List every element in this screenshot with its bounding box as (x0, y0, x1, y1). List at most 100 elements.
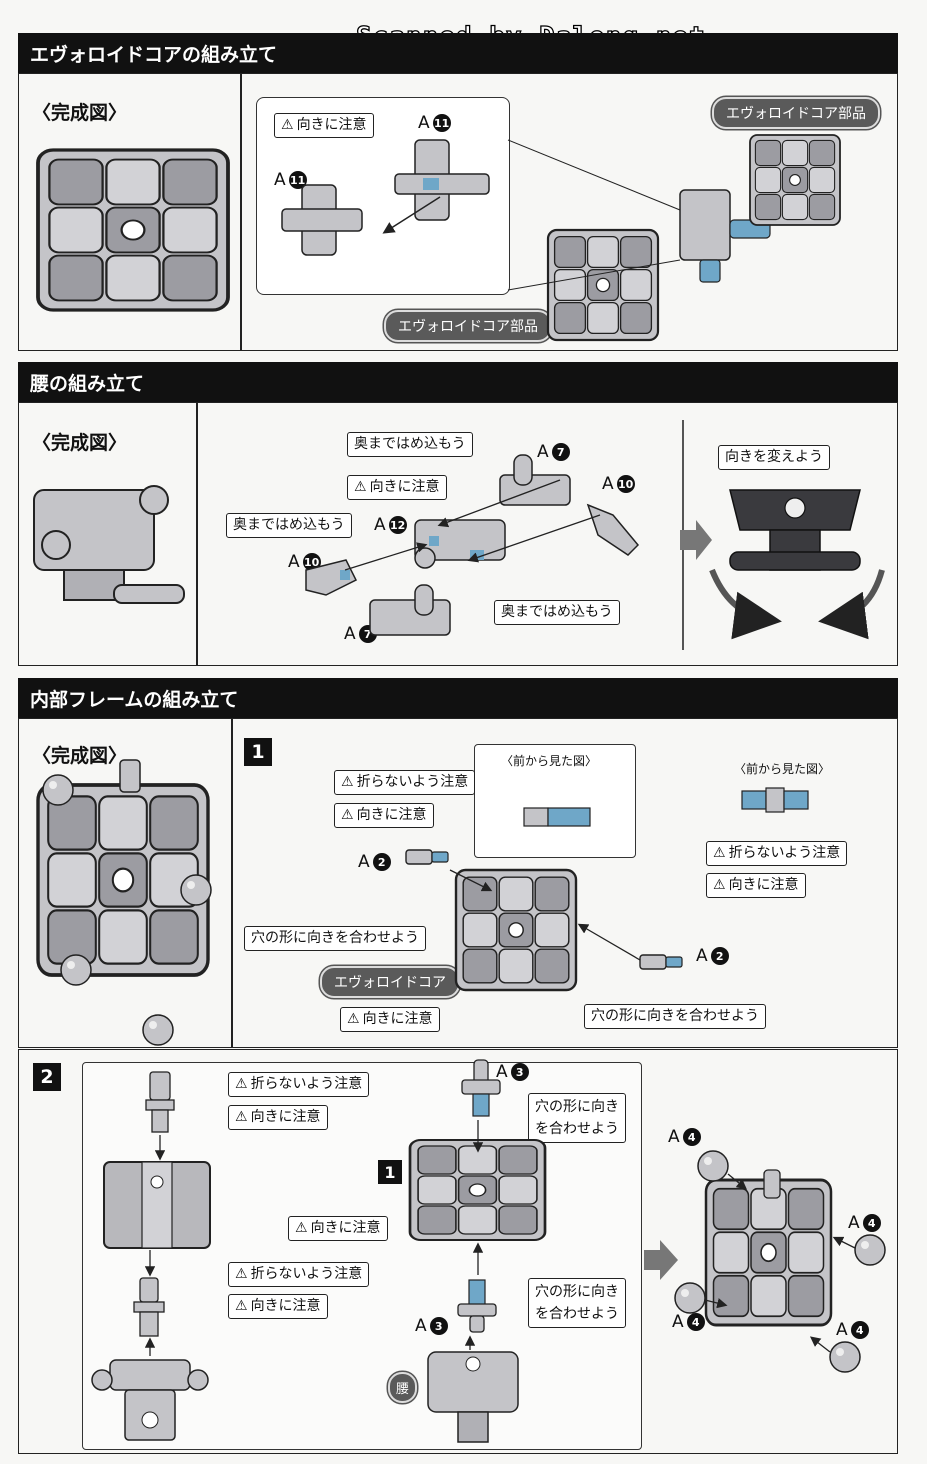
divider (196, 402, 198, 666)
change-direction-callout: 向きを変えよう (718, 445, 830, 470)
waist-part-icon (427, 1351, 519, 1443)
push-in-callout: 奥まではめ込もう (226, 513, 352, 538)
dont-bend-callout: ⚠折らないよう注意 (334, 770, 476, 795)
caution-callout: ⚠向きに注意 (334, 803, 434, 828)
waist-front-icon (91, 1359, 209, 1441)
warning-icon: ⚠ (295, 1220, 308, 1236)
caution-text: 向きに注意 (356, 807, 427, 823)
part-letter: A (415, 1316, 427, 1336)
caution-callout: ⚠向きに注意 (706, 873, 806, 898)
part-number: 3 (429, 1317, 448, 1335)
front-view-part-icon (741, 787, 809, 813)
part-letter: A (602, 474, 614, 494)
ball-a4-icon (854, 1234, 886, 1266)
part-number: 11 (432, 114, 451, 132)
core-pill: エヴォロイドコア (320, 966, 460, 998)
front-view-label: 〈前から見た図〉 (501, 754, 598, 768)
caution-text: 向きに注意 (250, 1298, 321, 1314)
part-a10-icon (305, 559, 358, 596)
caution-text: 向きに注意 (310, 1220, 381, 1236)
section-header-waist: 腰の組み立て (18, 362, 898, 402)
align-text: 穴の形に向き (535, 1099, 619, 1115)
divider (240, 73, 242, 351)
next-arrow-icon (680, 520, 712, 560)
peg-part-icon (133, 1277, 165, 1337)
ball-joint-icon (142, 1014, 174, 1046)
part-number: 2 (710, 947, 729, 965)
section-title: 内部フレームの組み立て (30, 689, 239, 711)
align-callout: 穴の形に向きを合わせよう (528, 1093, 626, 1143)
caution-callout: ⚠向きに注意 (274, 113, 374, 138)
part-number: 4 (682, 1128, 701, 1146)
part-letter: A (358, 852, 370, 872)
part-number: 11 (288, 171, 307, 189)
detail-panel (256, 97, 510, 295)
part-pill: エヴォロイドコア部品 (712, 97, 880, 129)
warning-icon: ⚠ (354, 479, 367, 495)
ball-a4-icon (697, 1150, 729, 1182)
part-a3-icon (461, 1059, 501, 1117)
ball-joint-icon (180, 874, 212, 906)
warning-icon: ⚠ (713, 877, 726, 893)
part-number: 4 (862, 1214, 881, 1232)
warning-icon: ⚠ (235, 1298, 248, 1314)
caution-text: 向きに注意 (362, 1011, 433, 1027)
peg-icon (119, 759, 141, 793)
caution-callout: ⚠向きに注意 (347, 475, 447, 500)
complete-waist-icon (33, 485, 185, 604)
caution-text: 向きに注意 (250, 1109, 321, 1125)
complete-core-icon (36, 148, 230, 312)
complete-label: 〈完成図〉 (32, 745, 128, 767)
caution-text: 折らないよう注意 (728, 845, 841, 861)
part-letter: A (418, 113, 430, 133)
core-part-icon (749, 134, 841, 226)
section-title: 腰の組み立て (30, 373, 145, 395)
align-text: 穴の形に向き (535, 1284, 619, 1300)
part-letter: A (344, 624, 356, 644)
caution-text: 向きに注意 (369, 479, 440, 495)
part-letter: A (836, 1320, 848, 1340)
part-letter: A (374, 515, 386, 535)
align-text: を合わせよう (535, 1306, 619, 1322)
part-a12-icon (414, 519, 506, 569)
warning-icon: ⚠ (281, 117, 294, 133)
align-callout: 穴の形に向きを合わせよう (584, 1004, 766, 1029)
caution-text: 折らないよう注意 (250, 1076, 363, 1092)
ball-joint-icon (42, 774, 74, 806)
part-a11-icon (394, 139, 490, 221)
part-letter: A (848, 1213, 860, 1233)
part-pill: エヴォロイドコア部品 (384, 310, 552, 342)
part-a7-icon (369, 584, 451, 636)
part-number: 12 (388, 516, 407, 534)
part-number: 3 (510, 1063, 529, 1081)
part-letter: A (496, 1062, 508, 1082)
caution-text: 向きに注意 (296, 117, 367, 133)
caution-text: 向きに注意 (728, 877, 799, 893)
frame-result-icon (704, 1178, 833, 1327)
ball-a4-icon (829, 1341, 861, 1373)
warning-icon: ⚠ (235, 1266, 248, 1282)
align-callout: 穴の形に向きを合わせよう (244, 926, 426, 951)
rotate-arrow-icon (818, 569, 885, 640)
complete-label: 〈完成図〉 (32, 432, 128, 454)
part-letter: A (672, 1312, 684, 1332)
part-letter: A (274, 170, 286, 190)
warning-icon: ⚠ (341, 807, 354, 823)
frame-core-icon (408, 1138, 547, 1242)
section-header-frame: 内部フレームの組み立て (18, 678, 898, 718)
align-text: を合わせよう (535, 1121, 619, 1137)
front-view-part-icon (523, 807, 591, 827)
front-view-label: 〈前から見た図〉 (734, 762, 831, 776)
complete-frame-icon (36, 783, 210, 977)
